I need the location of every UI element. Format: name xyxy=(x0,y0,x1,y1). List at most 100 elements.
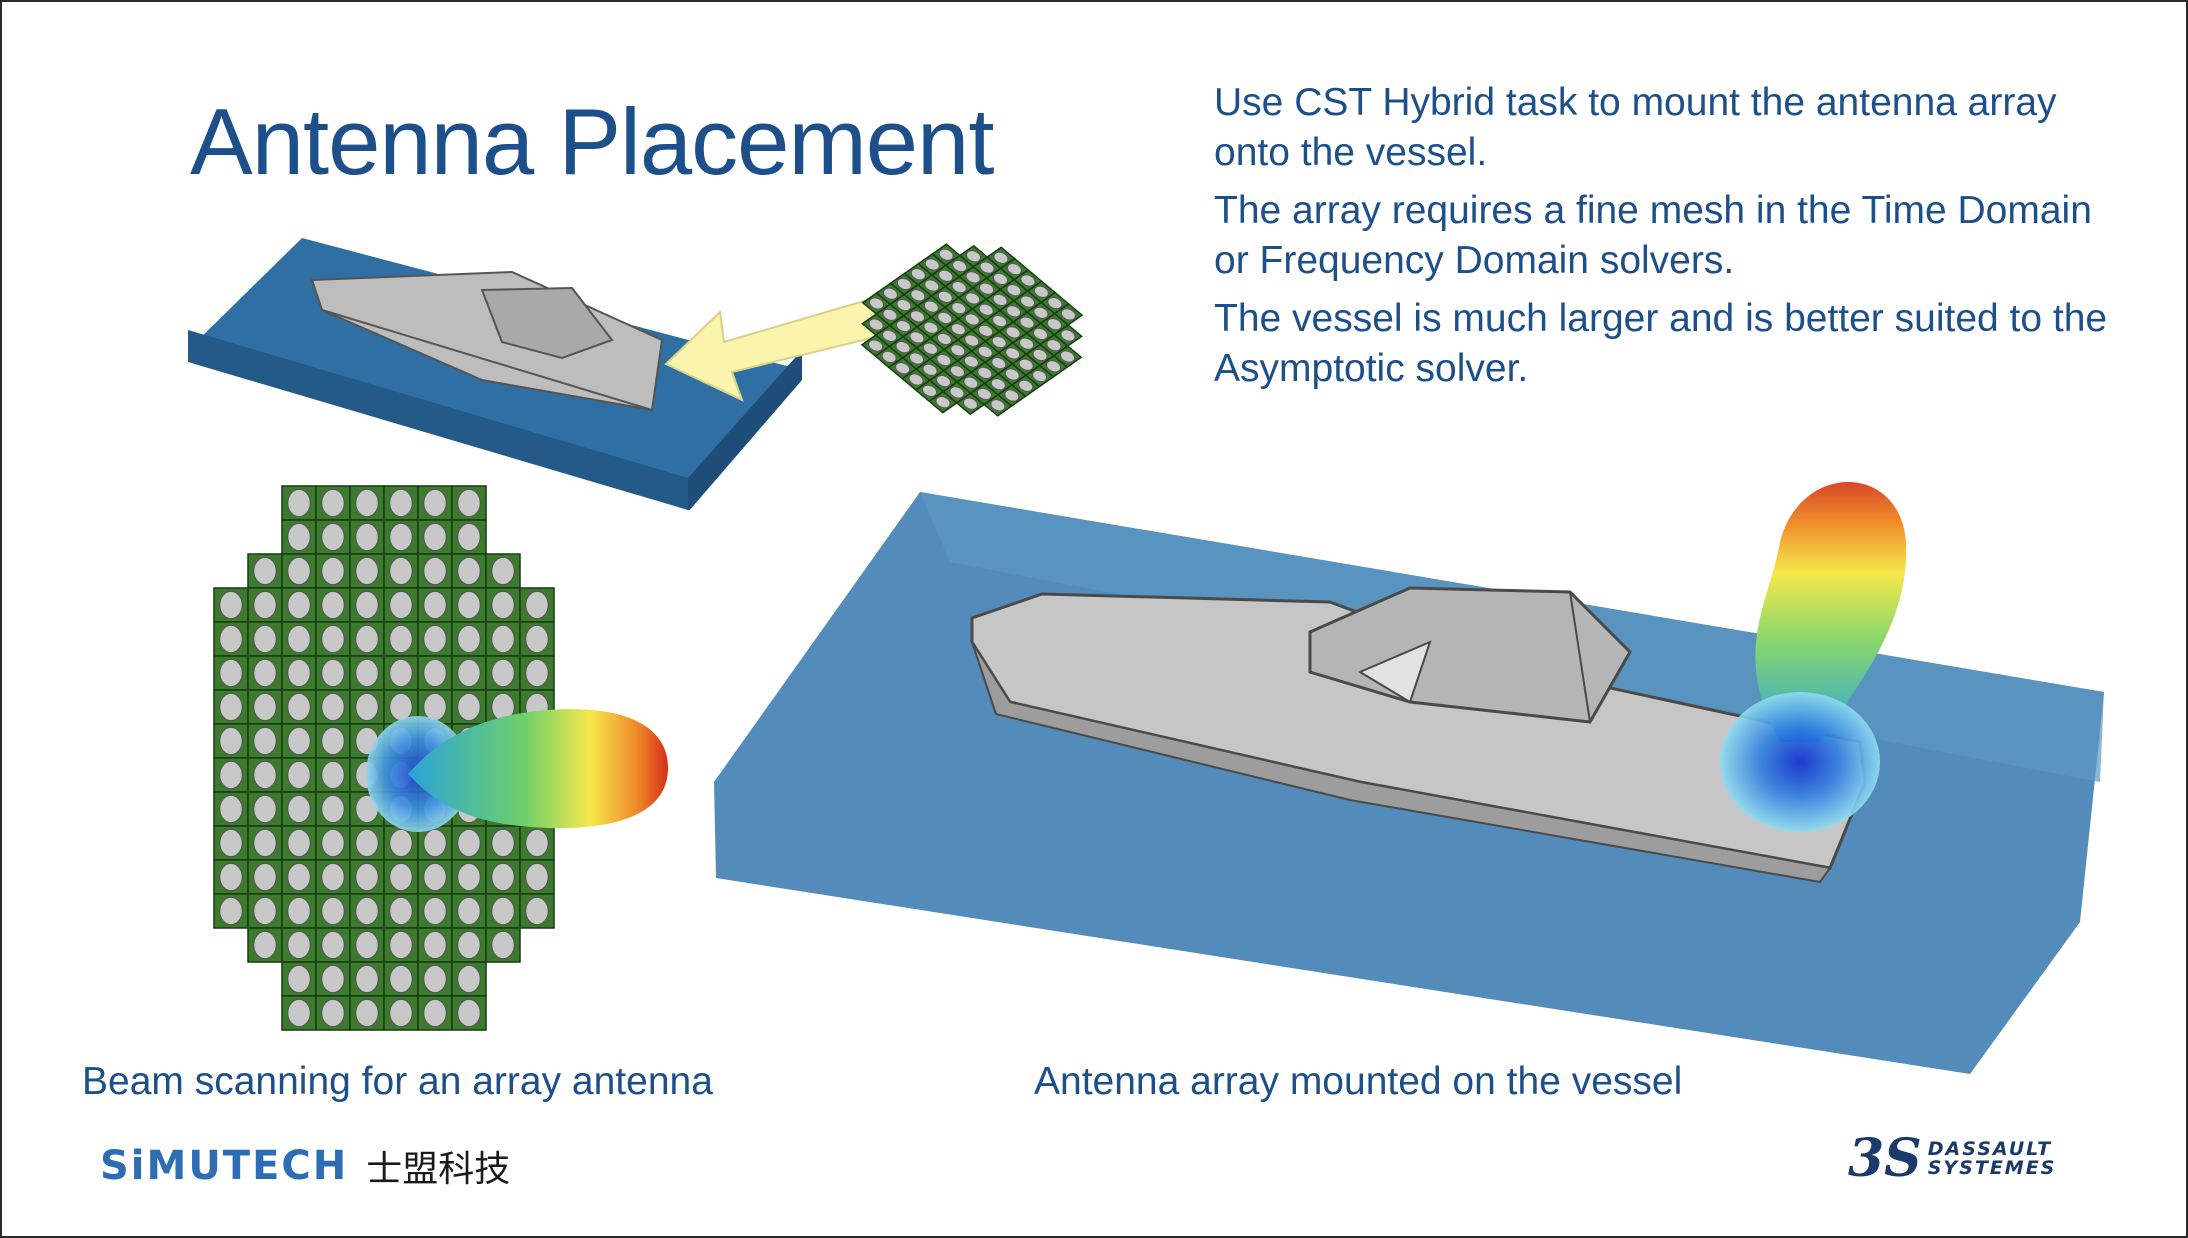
array-element-patch xyxy=(964,313,980,326)
array-element-patch xyxy=(355,828,379,858)
array-element-patch xyxy=(938,248,954,261)
array-element-patch xyxy=(287,726,311,756)
bullet-2: The array requires a fine mesh in the Ti… xyxy=(1214,189,2092,282)
array-element-patch xyxy=(1020,274,1036,287)
array-element-patch xyxy=(321,658,345,688)
array-element-patch xyxy=(321,964,345,994)
array-element-patch xyxy=(457,828,481,858)
array-element-patch xyxy=(881,350,897,363)
array-element-patch xyxy=(423,556,447,586)
array-element-patch xyxy=(908,373,924,386)
array-element-patch xyxy=(389,828,413,858)
array-element-patch xyxy=(978,324,994,337)
array-element-patch xyxy=(287,624,311,654)
array-element-patch xyxy=(525,590,549,620)
array-element-patch xyxy=(457,556,481,586)
array-element-patch xyxy=(990,378,1006,391)
array-element-patch xyxy=(963,376,979,389)
array-element-patch xyxy=(936,332,953,345)
array-element-patch xyxy=(978,303,994,316)
array-element-patch xyxy=(491,658,515,688)
array-element-patch xyxy=(1047,297,1063,310)
array-element-patch xyxy=(977,345,993,358)
array-element-patch xyxy=(287,828,311,858)
array-element-patch xyxy=(321,556,345,586)
array-element-patch xyxy=(895,341,911,354)
array-element-patch xyxy=(457,692,481,722)
array-element-patch xyxy=(868,318,884,331)
array-element-patch xyxy=(882,308,898,321)
array-element-patch xyxy=(321,760,345,790)
array-element-patch xyxy=(423,624,447,654)
array-element-patch xyxy=(491,624,515,654)
array-element-patch xyxy=(253,692,277,722)
dassault-logo-text: DASSAULT SYSTEMES xyxy=(1927,1137,2057,1178)
array-element-patch xyxy=(1032,327,1049,340)
array-element-patch xyxy=(1004,389,1020,402)
array-element-patch xyxy=(1046,339,1062,352)
array-element-patch xyxy=(457,862,481,892)
array-element-patch xyxy=(922,342,939,355)
array-element-patch xyxy=(219,862,243,892)
array-element-patch xyxy=(355,692,379,722)
array-element-patch xyxy=(1019,295,1036,308)
array-element-patch xyxy=(1005,305,1022,318)
array-element-patch xyxy=(287,998,311,1028)
array-element-patch xyxy=(457,488,481,518)
array-element-patch xyxy=(964,334,980,347)
array-element-patch xyxy=(355,522,379,552)
array-element-patch xyxy=(355,998,379,1028)
array-element-patch xyxy=(423,896,447,926)
array-element-patch xyxy=(1060,329,1076,342)
dassault-mark-icon: 3S xyxy=(1848,1128,1922,1189)
small-array-image xyxy=(860,243,1084,417)
array-element-patch xyxy=(423,862,447,892)
array-element-patch xyxy=(321,624,345,654)
array-element-patch xyxy=(457,624,481,654)
array-element-patch xyxy=(355,896,379,926)
dassault-line-1: DASSAULT xyxy=(1927,1137,2053,1160)
array-element-patch xyxy=(321,726,345,756)
array-element-patch xyxy=(962,397,979,410)
array-element-patch xyxy=(389,896,413,926)
array-element-patch xyxy=(963,355,979,368)
array-element-patch xyxy=(978,282,995,295)
array-element-patch xyxy=(457,896,481,926)
array-element-patch xyxy=(935,375,952,388)
array-element-patch xyxy=(355,590,379,620)
array-element-patch xyxy=(355,658,379,688)
array-element-patch xyxy=(979,261,995,274)
array-element-patch xyxy=(965,271,981,284)
array-element-patch xyxy=(938,269,954,282)
array-element-patch xyxy=(990,399,1006,412)
array-element-patch xyxy=(219,828,243,858)
array-element-patch xyxy=(389,522,413,552)
array-element-patch xyxy=(355,930,379,960)
array-element-patch xyxy=(1031,370,1048,383)
array-element-patch xyxy=(1059,350,1076,363)
array-element-patch xyxy=(287,556,311,586)
array-element-patch xyxy=(355,862,379,892)
array-element-patch xyxy=(219,726,243,756)
array-element-patch xyxy=(423,658,447,688)
array-element-patch xyxy=(253,794,277,824)
array-element-patch xyxy=(253,930,277,960)
simutech-logo-text: SiMUTECH xyxy=(100,1143,349,1189)
array-element-patch xyxy=(219,658,243,688)
array-element-patch xyxy=(253,896,277,926)
array-element-patch xyxy=(937,290,953,303)
array-element-patch xyxy=(423,488,447,518)
array-element-patch xyxy=(491,896,515,926)
array-element-patch xyxy=(253,828,277,858)
caption-array-beam: Beam scanning for an array antenna xyxy=(82,1060,713,1103)
array-element-patch xyxy=(923,321,939,334)
array-element-patch xyxy=(1004,368,1020,381)
array-element-patch xyxy=(951,281,967,294)
array-element-patch xyxy=(389,930,413,960)
array-element-patch xyxy=(457,964,481,994)
array-element-patch xyxy=(253,658,277,688)
array-element-patch xyxy=(909,331,925,344)
array-element-patch xyxy=(389,658,413,688)
array-element-patch xyxy=(389,964,413,994)
array-element-patch xyxy=(991,357,1007,370)
